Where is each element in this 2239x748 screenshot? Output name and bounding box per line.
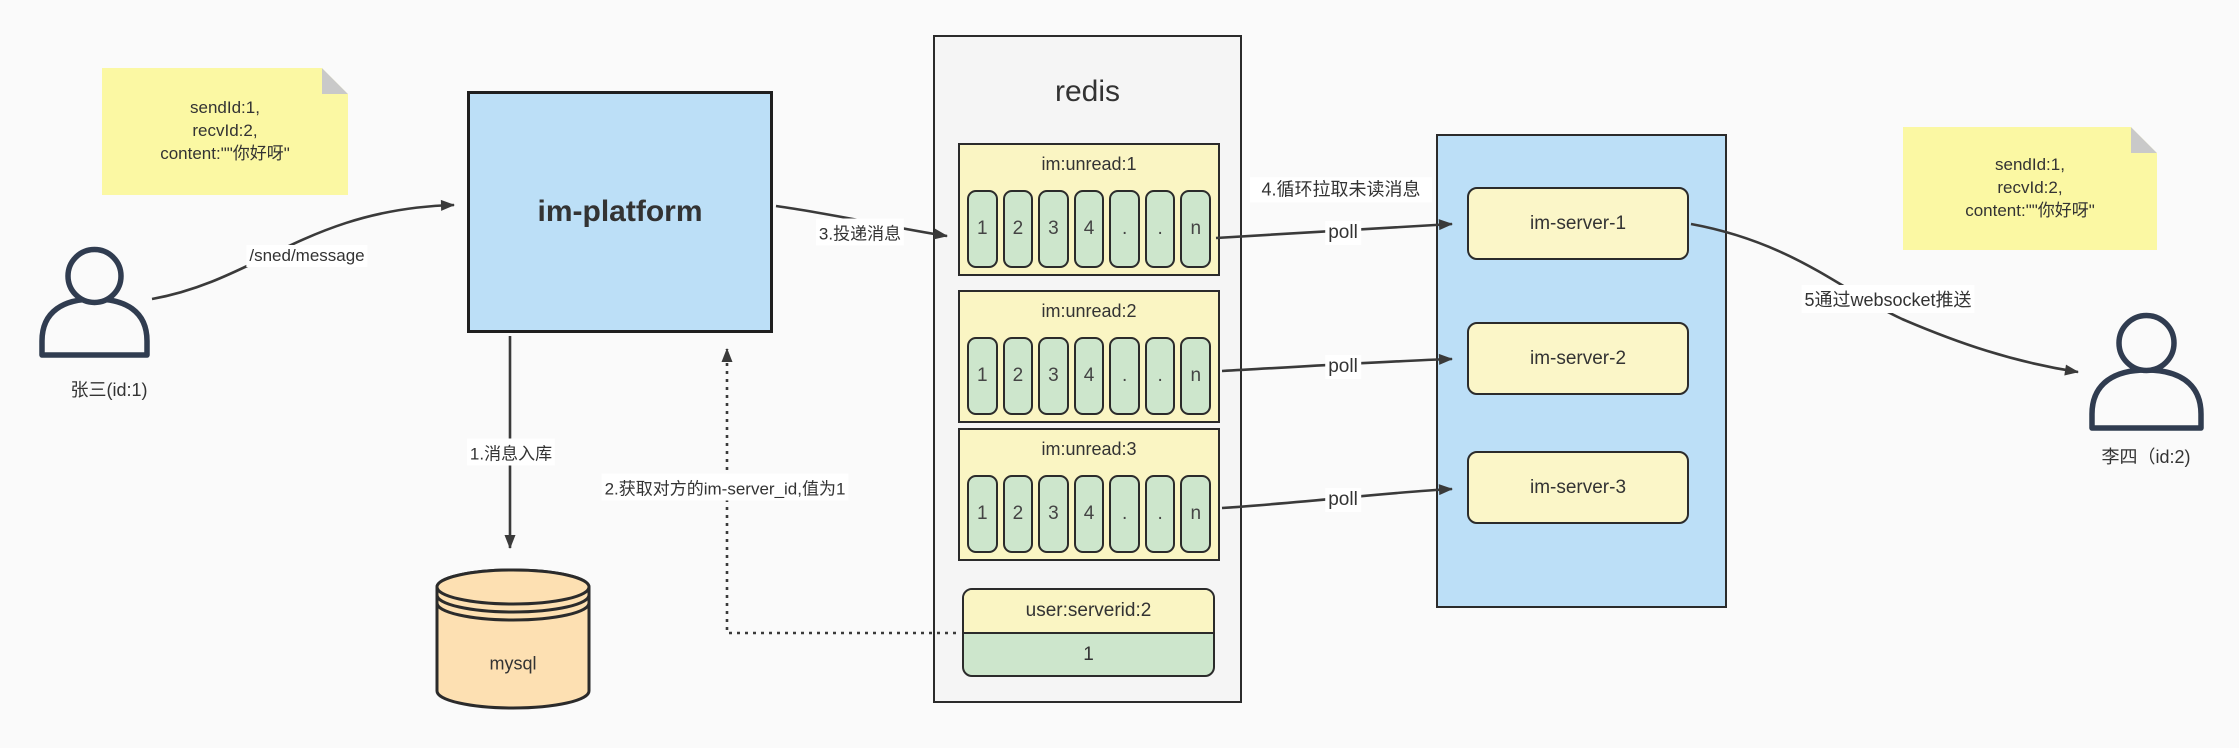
queue-cell: n [1180,190,1212,268]
queue-cell: . [1109,475,1140,553]
queue-cell: . [1109,190,1140,268]
kv-value: 1 [1083,644,1094,665]
note-line: recvId:2, [192,121,258,141]
redis-title: redis [1054,75,1121,108]
deliver-message-label: 3.投递消息 [815,218,905,246]
sticky-note-message-payload-right: sendId:1, recvId:2, content:""你好呀" [1903,127,2157,250]
queue-cells: 1 2 3 4 . . n [967,475,1212,553]
queue-cell: 4 [1073,475,1105,553]
note-fold-icon [2131,127,2157,153]
redis-queue-unread-3: im:unread:3 1 2 3 4 . . n [958,428,1220,561]
queue-cell: 4 [1073,190,1105,268]
queue-cell: n [1180,475,1212,553]
queue-cell: 4 [1073,337,1105,415]
queue-cell: 2 [1002,475,1034,553]
poll-label-1: poll [1325,221,1361,245]
store-message-label: 1.消息入库 [466,438,556,466]
note-fold-icon [322,68,348,94]
queue-cell: 1 [967,475,998,553]
lookup-serverid-label: 2.获取对方的im-server_id,值为1 [601,473,849,501]
im-platform-box: im-platform [467,91,773,333]
queue-cell: 3 [1038,190,1069,268]
queue-key-label: im:unread:3 [1041,439,1137,459]
im-server-2-box: im-server-2 [1467,322,1689,395]
queue-cells: 1 2 3 4 . . n [967,337,1212,415]
mysql-cylinder-icon [435,568,591,710]
queue-key-label: im:unread:1 [1041,154,1137,174]
redis-queue-unread-1: im:unread:1 1 2 3 4 . . n [958,143,1220,276]
queue-cell: . [1144,475,1176,553]
send-message-label: /sned/message [246,245,368,267]
redis-queue-unread-2: im:unread:2 1 2 3 4 . . n [958,290,1220,423]
pull-unread-label: 4.循环拉取未读消息 [1250,177,1432,203]
queue-cell: . [1109,337,1140,415]
queue-cells: 1 2 3 4 . . n [967,190,1212,268]
note-line: sendId:1, [1995,155,2065,175]
kv-key-label: user:serverid:2 [964,590,1213,634]
mysql-label: mysql [489,653,537,674]
poll-label-2: poll [1325,355,1361,379]
person-receiver-icon [2089,312,2204,431]
poll-label-3: poll [1325,488,1361,512]
queue-cell: n [1180,337,1212,415]
person-sender-icon [39,246,150,358]
queue-cell: 2 [1002,190,1034,268]
im-server-3-label: im-server-3 [1529,476,1627,498]
note-line: content:""你好呀" [1965,200,2095,220]
receiver-name-label: 李四（id:2) [2101,447,2191,467]
queue-cell: . [1144,337,1176,415]
queue-cell: 3 [1038,337,1069,415]
redis-kv-user-serverid: user:serverid:2 1 [962,588,1215,677]
im-server-3-box: im-server-3 [1467,451,1689,524]
queue-key-label: im:unread:2 [1041,301,1137,321]
queue-cell: 2 [1002,337,1034,415]
websocket-push-label: 5通过websocket推送 [1801,285,1975,313]
queue-cell: 3 [1038,475,1069,553]
queue-cell: 1 [967,190,998,268]
im-platform-label: im-platform [537,195,703,228]
queue-cell: 1 [967,337,998,415]
note-line: content:""你好呀" [160,143,290,163]
note-line: sendId:1, [190,98,260,118]
im-server-1-box: im-server-1 [1467,187,1689,260]
sender-name-label: 张三(id:1) [70,380,148,400]
queue-cell: . [1144,190,1176,268]
im-server-1-label: im-server-1 [1529,212,1627,234]
im-server-2-label: im-server-2 [1529,347,1627,369]
note-line: recvId:2, [1997,178,2063,198]
sticky-note-message-payload-left: sendId:1, recvId:2, content:""你好呀" [102,68,348,195]
